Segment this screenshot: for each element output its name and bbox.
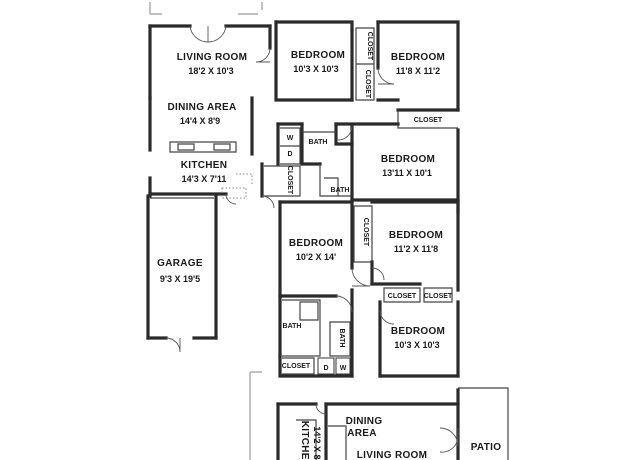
bath-1-label: BATH — [309, 139, 328, 146]
garage-label: GARAGE — [157, 258, 203, 269]
dining-area-1-label: DINING AREA — [167, 102, 236, 113]
closet-5-label: CLOSET — [362, 218, 369, 247]
living-room-2-label: LIVING ROOM — [357, 450, 428, 460]
closet-4-label: CLOSET — [286, 166, 293, 195]
scan-marks — [149, 2, 263, 15]
bedroom-4-label: BEDROOM — [289, 238, 343, 249]
living-room-1-dims: 18'2 X 10'3 — [188, 66, 233, 76]
door-swings — [165, 25, 459, 453]
bedroom-6-dims: 10'3 X 10'3 — [394, 340, 439, 350]
bath-3-label: BATH — [283, 323, 302, 330]
garage-walls — [146, 194, 218, 340]
bedroom-1-label: BEDROOM — [291, 50, 345, 61]
patio-label: PATIO — [471, 442, 502, 453]
closet-1-label: CLOSET — [366, 32, 373, 61]
bath-4-label: BATH — [338, 329, 345, 348]
dining-area-2-label: DINING — [346, 416, 383, 427]
bedroom-4-dims: 10'2 X 14' — [296, 252, 336, 262]
closet-8-label: CLOSET — [282, 363, 311, 370]
upper-unit-walls — [148, 20, 460, 214]
closet-7-label: CLOSET — [424, 293, 453, 300]
dryer-1-label: D — [287, 151, 292, 158]
bedroom-2-label: BEDROOM — [391, 52, 445, 63]
bedroom-5-dims: 11'2 X 11'8 — [394, 244, 438, 254]
closet-2-label: CLOSET — [364, 70, 371, 99]
bedroom-3-dims: 13'11 X 10'1 — [382, 168, 432, 178]
bedroom-5-label: BEDROOM — [389, 230, 443, 241]
closet-6-label: CLOSET — [388, 293, 417, 300]
bedroom-1-dims: 10'3 X 10'3 — [293, 64, 338, 74]
kitchen-2-label: KITCHEN — [299, 421, 310, 460]
bedroom-3-label: BEDROOM — [381, 154, 435, 165]
kitchen-2-dims: 14'2 X 8' — [312, 426, 322, 460]
dining-area-1-dims: 14'4 X 8'9 — [180, 116, 220, 126]
kitchen-1-label: KITCHEN — [181, 160, 228, 171]
living-room-1-label: LIVING ROOM — [177, 52, 248, 63]
bedroom-2-dims: 11'8 X 11'2 — [396, 66, 440, 76]
kitchen-1-dims: 14'3 X 7'11 — [182, 174, 227, 184]
garage-dims: 9'3 X 19'5 — [160, 274, 200, 284]
washer-1-label: W — [287, 135, 294, 142]
washer-2-label: W — [340, 365, 347, 372]
dryer-2-label: D — [323, 365, 328, 372]
lower-unit-walls — [249, 200, 509, 460]
dining-area-2-label-line2: AREA — [347, 428, 377, 439]
closet-3-label: CLOSET — [414, 117, 443, 124]
bedroom-6-label: BEDROOM — [391, 326, 445, 337]
bath-2-label: BATH — [331, 187, 350, 194]
